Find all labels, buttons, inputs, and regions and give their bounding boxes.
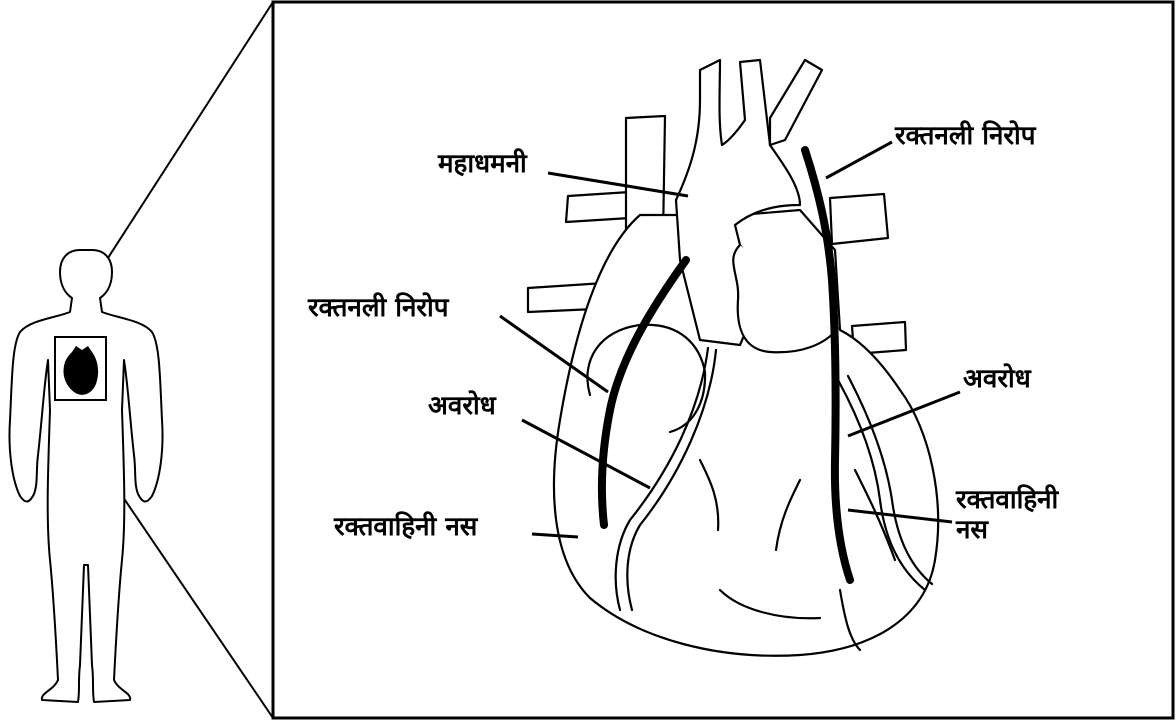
label-blockage-left: अवरोध	[428, 392, 496, 422]
label-bypass-right: रक्तनली निरोप	[895, 122, 1036, 152]
label-vein-right-line1: रक्तवाहिनी	[956, 486, 1058, 516]
label-vein-left: रक्तवाहिनी नस	[334, 513, 477, 543]
label-bypass-left: रक्तनली निरोप	[308, 294, 449, 324]
leader-bypass-right	[826, 142, 892, 178]
human-silhouette	[9, 250, 162, 702]
label-vein-right-line2: नस	[956, 516, 1058, 546]
label-blockage-right: अवरोध	[963, 365, 1031, 395]
aortic-branch-right	[770, 60, 822, 145]
right-vessel-upper	[830, 194, 888, 244]
left-vessel-upper	[566, 192, 630, 222]
label-aorta: महाधमनी	[438, 150, 527, 180]
label-vein-right: रक्तवाहिनी नस	[956, 486, 1058, 546]
